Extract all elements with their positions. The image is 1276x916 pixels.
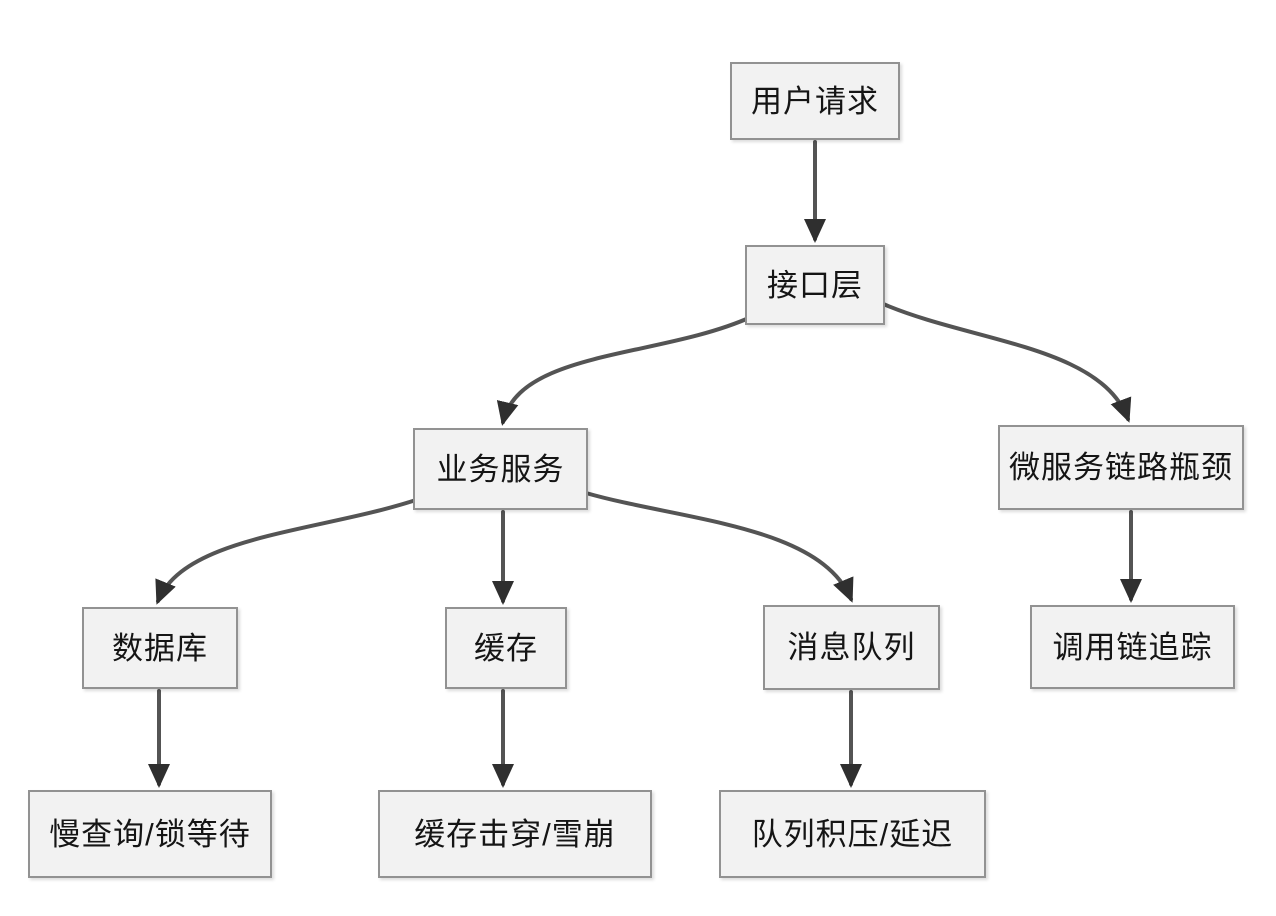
node-business-service: 业务服务 <box>413 428 588 510</box>
node-cache: 缓存 <box>445 607 567 689</box>
node-label: 队列积压/延迟 <box>751 816 954 852</box>
node-cache-breakdown-avalanche: 缓存击穿/雪崩 <box>378 790 652 878</box>
node-message-queue: 消息队列 <box>763 605 940 690</box>
node-label: 消息队列 <box>787 630 916 665</box>
node-label: 接口层 <box>767 267 863 303</box>
node-label: 数据库 <box>112 630 208 666</box>
node-queue-backlog-delay: 队列积压/延迟 <box>719 790 986 878</box>
node-database: 数据库 <box>82 607 238 689</box>
node-label: 业务服务 <box>436 451 565 487</box>
node-slow-query-lock-wait: 慢查询/锁等待 <box>28 790 272 878</box>
node-label: 缓存 <box>474 630 538 666</box>
node-user-request: 用户请求 <box>730 62 900 140</box>
node-label: 调用链追踪 <box>1052 629 1213 665</box>
edge-interface-layer-to-microservice-bottleneck <box>879 301 1132 423</box>
node-label: 微服务链路瓶颈 <box>1009 450 1233 485</box>
edge-interface-layer-to-business-service <box>496 315 753 426</box>
node-interface-layer: 接口层 <box>745 245 885 325</box>
node-label: 缓存击穿/雪崩 <box>414 816 616 852</box>
edge-business-service-to-database <box>155 497 421 605</box>
node-microservice-bottleneck: 微服务链路瓶颈 <box>998 425 1244 510</box>
node-label: 慢查询/锁等待 <box>49 816 251 852</box>
edge-business-service-to-message-queue <box>584 491 854 603</box>
node-label: 用户请求 <box>751 83 879 119</box>
node-call-chain-tracing: 调用链追踪 <box>1030 605 1235 689</box>
